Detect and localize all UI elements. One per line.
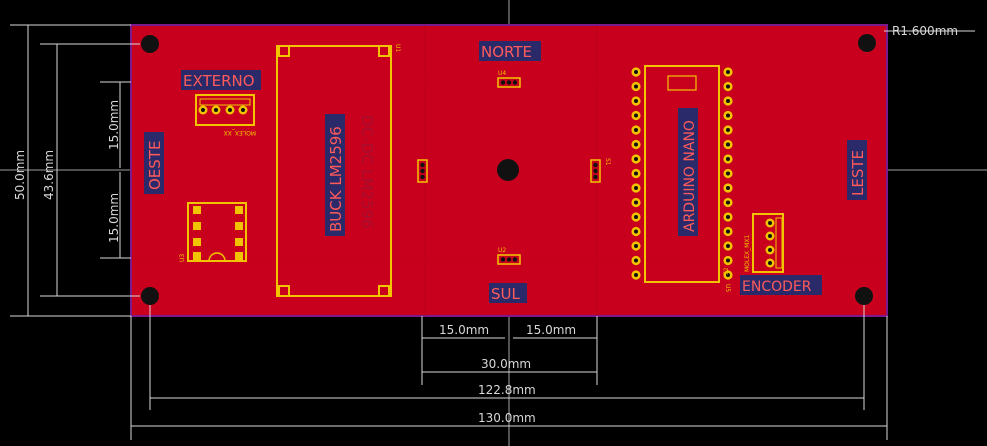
refdes-molex-enc: MOLEX_MX1 (744, 235, 751, 272)
dimension-annotations (10, 24, 975, 440)
oeste-label: OESTE (144, 132, 164, 194)
refdes-u4: U4 (498, 70, 506, 77)
dimension-labels: R1.600mm 50.0mm 43.6mm 15.0mm 15.0mm 15.… (13, 24, 958, 425)
header-pin-hole (726, 186, 730, 190)
header-pin-hole (634, 273, 638, 277)
arduino-label: ARDUINO NANO (678, 108, 698, 236)
dim-bottom-130: 130.0mm (478, 411, 536, 425)
header-pin-hole (726, 113, 730, 118)
norte-label: NORTE (479, 41, 541, 61)
molex-encoder-connector[interactable] (752, 213, 784, 273)
header-pin-hole (726, 157, 730, 161)
leste-label: LESTE (847, 140, 867, 200)
dim-radius: R1.600mm (892, 24, 958, 38)
header-pin-hole (634, 113, 638, 118)
buck-label: BUCK LM2596 (325, 114, 345, 236)
header-pin-hole (726, 128, 730, 132)
header-pin-hole (634, 70, 638, 74)
sensor-oeste[interactable] (417, 159, 428, 183)
sul-label: SUL (489, 283, 527, 303)
center-hole (497, 159, 519, 181)
molex-externo-connector[interactable] (195, 94, 255, 126)
mounting-hole-bottom-left (141, 287, 159, 305)
dim-left-upper: 15.0mm (107, 100, 121, 150)
refdes-u3: U3 (179, 254, 186, 262)
svg-text:ARDUINO NANO: ARDUINO NANO (682, 120, 698, 232)
refdes-s2: S2 (723, 267, 730, 275)
header-pin-hole (634, 244, 638, 248)
header-pin-hole (634, 142, 638, 147)
svg-text:SUL: SUL (491, 285, 521, 303)
svg-text:OESTE: OESTE (146, 141, 164, 190)
header-pin-hole (634, 215, 638, 219)
header-pin-hole (726, 273, 730, 277)
svg-text:EXTERNO: EXTERNO (183, 72, 255, 90)
encoder-label: ENCODER (740, 275, 822, 295)
mounting-hole-top-right (858, 34, 876, 52)
refdes-u1: U1 (394, 44, 401, 52)
svg-text:BUCK LM2596: BUCK LM2596 (327, 126, 345, 232)
buck-module[interactable] (276, 45, 392, 297)
sensor-u2-sul[interactable] (497, 254, 521, 265)
header-pin-hole (726, 142, 730, 147)
header-pin-hole (726, 171, 730, 176)
header-pin-hole (726, 84, 730, 89)
svg-text:LESTE: LESTE (849, 150, 867, 196)
header-pin-hole (634, 128, 638, 132)
refdes-molex-ext: MOLEX_XX (224, 129, 256, 136)
dim-bottom-122: 122.8mm (478, 383, 536, 397)
refdes-u2: U2 (498, 247, 506, 254)
header-pin-hole (634, 258, 638, 263)
mounting-holes (141, 34, 876, 305)
header-pin-hole (726, 244, 730, 248)
header-pin-hole (726, 258, 730, 263)
header-pin-hole (634, 186, 638, 190)
refdes-u5: U5 (724, 284, 731, 292)
header-pin-hole (726, 215, 730, 219)
header-pin-hole (726, 70, 730, 74)
header-pin-hole (634, 229, 638, 234)
svg-text:ENCODER: ENCODER (742, 279, 812, 295)
dim-height-inner: 43.6mm (42, 150, 56, 200)
header-pin-hole (726, 229, 730, 234)
buck-mirror-label: DC-DC LM2596 (358, 115, 376, 229)
header-pin-hole (634, 157, 638, 161)
sensor-u4-norte[interactable] (497, 77, 521, 88)
dim-bottom-right-15: 15.0mm (526, 323, 576, 337)
header-pin-hole (726, 200, 730, 205)
dim-height-total: 50.0mm (13, 150, 27, 200)
refdes-s1: S1 (604, 158, 611, 166)
header-pin-hole (726, 99, 730, 103)
dim-left-lower: 15.0mm (107, 193, 121, 243)
svg-text:NORTE: NORTE (481, 43, 532, 61)
mounting-hole-top-left (141, 35, 159, 53)
dim-bottom-left-15: 15.0mm (439, 323, 489, 337)
header-pin-hole (634, 171, 638, 176)
header-pin-hole (634, 84, 638, 89)
externo-label: EXTERNO (181, 70, 261, 90)
ic-socket-u3[interactable] (187, 202, 247, 262)
arduino-nano-module[interactable] (631, 65, 733, 283)
header-pin-hole (634, 99, 638, 103)
header-pin-hole (634, 200, 638, 205)
dim-bottom-30: 30.0mm (481, 357, 531, 371)
mounting-hole-bottom-right (855, 287, 873, 305)
sensor-s1-leste[interactable] (590, 159, 601, 183)
